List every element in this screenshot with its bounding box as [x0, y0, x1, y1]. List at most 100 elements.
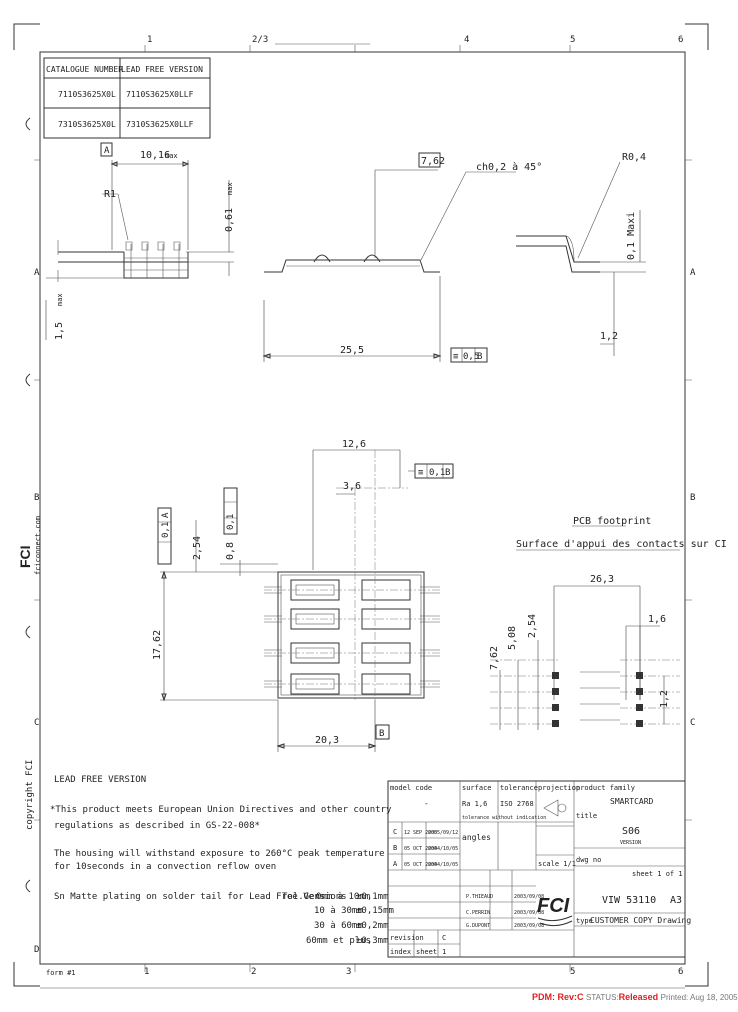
tol-gen-row1-range: 0mm à 10mm	[316, 892, 370, 902]
grid-bottom-2: 2	[251, 967, 256, 977]
side-view-left	[45, 142, 234, 340]
tb-revision-label: revision	[390, 934, 424, 942]
pcb-dim-12: 1,2	[659, 690, 670, 708]
fci-side-logo: FCI	[17, 545, 33, 568]
tb-rev3-letter: A	[393, 860, 398, 868]
tol-4-value: 0,1	[161, 522, 171, 538]
tb-scale: scale 1/1	[538, 860, 576, 868]
tb-angles-label: angles	[462, 833, 491, 842]
pcb-dim-263: 26,3	[590, 574, 614, 585]
fci-logo: FCI	[537, 895, 573, 927]
dim-12-side: 1,2	[600, 331, 618, 342]
dim-203: 20,3	[315, 735, 339, 746]
pcb-title: PCB footprint	[573, 516, 651, 527]
tol-gen-row2-range: 10 à 30mm	[314, 906, 363, 916]
fci-side-brand: FCI	[17, 545, 33, 568]
dim-061: 0,61	[224, 208, 235, 232]
tol-gen-row3-range: 30 à 60mm	[314, 921, 363, 931]
pcb-dim-254: 2,54	[527, 614, 538, 638]
tol-1-value: 0,5	[463, 352, 479, 362]
catalogue-row1-number: 7110S3625X0L	[58, 90, 116, 99]
tb-tolerance-label: tolerance	[500, 784, 538, 792]
grid-left-b: B	[34, 493, 39, 503]
tb-rev2-letter: B	[393, 844, 397, 852]
title-block-grid	[387, 780, 686, 958]
side-view-center	[262, 152, 516, 363]
dim-chamfer: ch0,2 à 45°	[476, 161, 542, 173]
copyright-side: copyright FCI	[25, 760, 35, 830]
grid-top-5: 5	[570, 35, 575, 45]
tb-projection-label: projection	[538, 784, 580, 792]
notes-line2: regulations as described in GS-22-008*	[54, 821, 260, 831]
pdm-label: PDM: Rev:C	[532, 992, 584, 1002]
dim-254-top: 2,54	[192, 536, 203, 560]
grid-bottom-3: 3	[346, 967, 351, 977]
fci-side-url: fciconnect.com	[34, 516, 42, 575]
pcb-subtitle: Surface d'appui des contacts sur CI	[516, 539, 727, 550]
tb-index-label: index	[390, 948, 411, 956]
tol-gen-row4-range: 60mm et plus	[306, 936, 371, 946]
dim-126: 12,6	[342, 439, 366, 450]
notes-title: LEAD FREE VERSION	[54, 775, 146, 785]
grid-left-d: D	[34, 945, 39, 955]
tol-gen-row2-val: ±0,15mm	[356, 906, 394, 916]
tb-rev2-date: 05 OCT 2004	[404, 846, 437, 852]
status-value: Released	[618, 992, 659, 1002]
dim-1762: 17,62	[152, 630, 163, 660]
tb-person3: G.DUPONT	[466, 923, 490, 929]
tb-title-label: title	[576, 812, 597, 820]
grid-bottom-1: 1	[144, 967, 149, 977]
border-frame	[13, 23, 709, 987]
tb-size: A3	[670, 895, 682, 906]
tol-gen-row3-val: ±0,2mm	[356, 921, 389, 931]
printed-date: Printed: Aug 18, 2005	[660, 993, 738, 1002]
top-view	[157, 449, 454, 752]
tol-1-ref: B	[477, 352, 482, 362]
tol-gen-row4-val: ±0,3mm	[356, 936, 389, 946]
dim-15-max: max	[56, 293, 64, 306]
tb-person1-date: 2003/09/08	[514, 894, 544, 900]
tb-product-family-label: product family	[576, 784, 635, 792]
tol-2-value: 0,1	[429, 468, 445, 478]
grid-top-2: 2/3	[252, 35, 268, 45]
grid-bottom-6: 6	[678, 967, 683, 977]
tb-title: S06	[622, 826, 640, 837]
tb-rev1-date: 12 SEP 2005	[404, 830, 437, 836]
grid-bottom-5: 5	[570, 967, 575, 977]
catalogue-header-number: CATALOGUE NUMBER	[46, 65, 123, 74]
tb-person3-date: 2003/09/08	[514, 923, 544, 929]
form-number: form #1	[46, 969, 76, 977]
tb-dwg-no: VIW 53110	[602, 895, 656, 906]
catalogue-row2-leadfree: 7310S3625X0LLF	[126, 120, 194, 129]
dim-01max: 0,1 Maxi	[626, 212, 637, 260]
pcb-dim-762: 7,62	[489, 646, 500, 670]
grid-right-c: C	[690, 718, 695, 728]
tb-sheet-short-val: 1	[442, 948, 446, 956]
tol-2-ref: B	[445, 468, 450, 478]
grid-right-b: B	[690, 493, 695, 503]
tb-person2-date: 2003/09/08	[514, 910, 544, 916]
side-marks	[25, 117, 31, 893]
tb-type-label: type	[576, 917, 593, 925]
catalogue-header-leadfree: LEAD FREE VERSION	[121, 65, 203, 74]
pcb-footprint	[490, 525, 680, 730]
side-view-right	[516, 161, 646, 356]
tol-gen-title: Tol.Gen	[282, 892, 320, 902]
grid-right-a: A	[690, 268, 696, 278]
tb-product-family: SMARTCARD	[610, 797, 654, 806]
tb-surface-val: Ra 1,6	[462, 800, 487, 808]
tol-4-ref: A	[161, 512, 171, 518]
tb-sheet-label: sheet 1 of 1	[632, 870, 683, 878]
tb-rev1-stamp: 2005/09/12	[428, 830, 458, 836]
notes-line5: Sn Matte plating on solder tail for Lead…	[54, 892, 347, 902]
grid-left-a: A	[34, 268, 40, 278]
dim-15: 1,5	[54, 322, 65, 340]
tb-person2: C.PERRIN	[466, 910, 490, 916]
grid-top-4: 4	[464, 35, 469, 45]
tb-revision-val: C	[442, 934, 446, 942]
pcb-dim-508: 5,08	[507, 626, 518, 650]
dim-762-top: 7,62	[421, 156, 445, 167]
dim-ref-b: B	[379, 729, 384, 739]
tb-rev2-stamp: 2004/10/05	[428, 846, 458, 852]
dim-ref-a: A	[104, 146, 110, 156]
